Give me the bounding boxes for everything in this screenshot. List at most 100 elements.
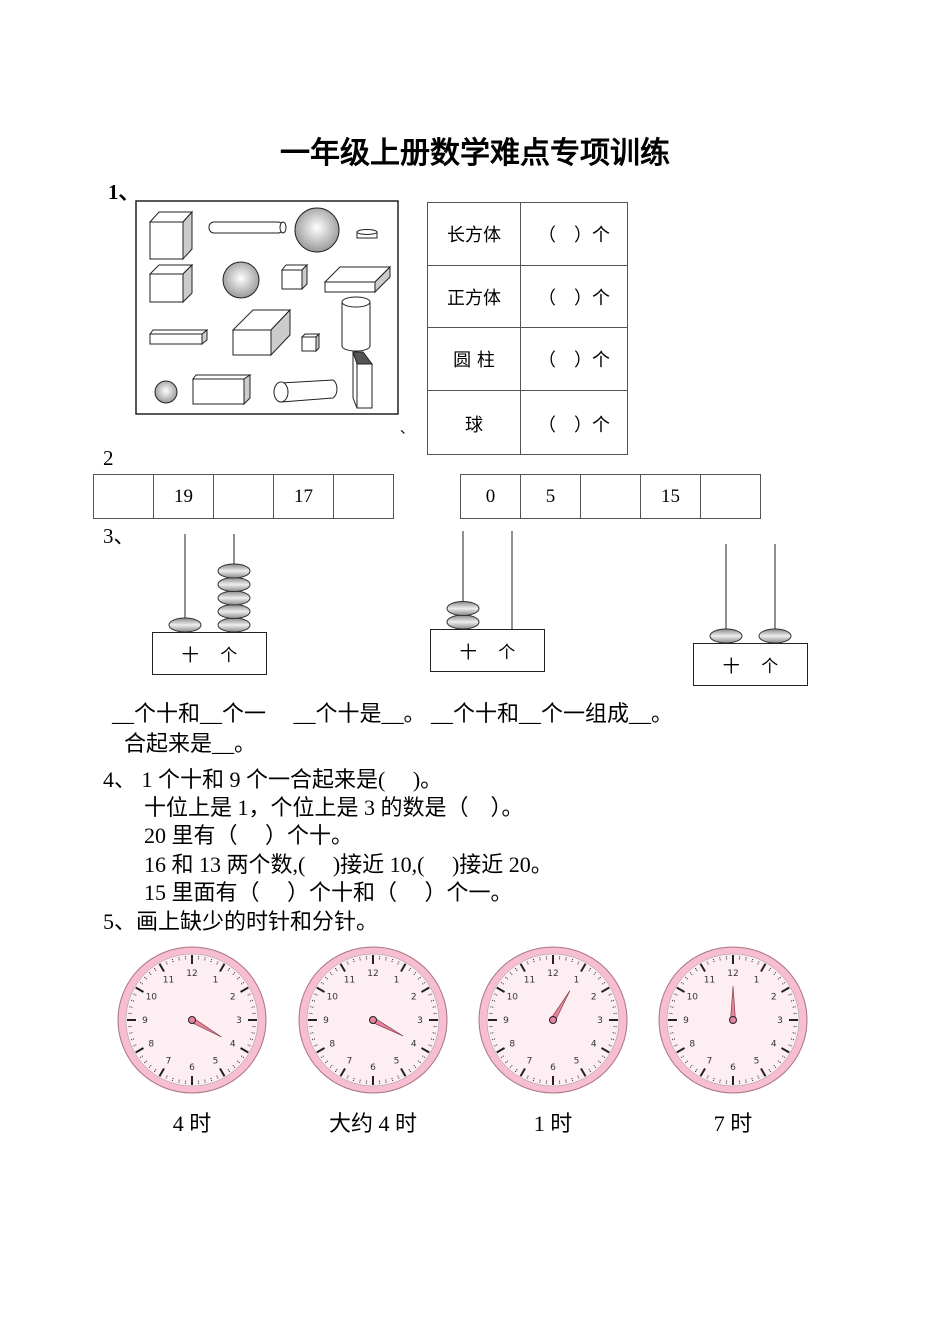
clock-numeral: 1 xyxy=(754,975,760,985)
clock-numeral: 1 xyxy=(574,975,580,985)
q4-line: 16 和 13 两个数,( )接近 10,( )接近 20。 xyxy=(144,852,553,877)
clock-tick xyxy=(241,1055,245,1059)
q4-line: 4、 1 个十和 9 个一合起来是( )。 xyxy=(103,767,443,792)
clock-numeral: 7 xyxy=(707,1057,713,1067)
count-answer[interactable]: （ ）个 xyxy=(520,202,628,266)
clock-numeral: 3 xyxy=(597,1016,603,1026)
clock-numeral: 10 xyxy=(687,993,699,1003)
clock-tick xyxy=(171,958,174,963)
clock-tick xyxy=(602,981,606,985)
clock-tick xyxy=(792,1032,797,1035)
clock-numeral: 9 xyxy=(503,1016,509,1026)
clock-numeral: 11 xyxy=(163,975,174,985)
seq-cell[interactable] xyxy=(580,474,641,519)
clock-tick xyxy=(247,1044,252,1047)
abacus-rods xyxy=(168,534,251,633)
clock-numeral: 5 xyxy=(213,1057,219,1067)
seq-cell[interactable] xyxy=(93,474,154,519)
clock-tick xyxy=(588,967,592,971)
clock-numeral: 5 xyxy=(574,1057,580,1067)
clock-numeral: 5 xyxy=(394,1057,400,1067)
clock-tick xyxy=(780,1047,790,1054)
clock-tick xyxy=(316,1047,326,1054)
clock-tick xyxy=(768,967,772,971)
clock-tick xyxy=(339,1067,346,1077)
count-answer[interactable]: （ ）个 xyxy=(520,327,628,391)
clock-numeral: 7 xyxy=(347,1057,353,1067)
clock-tick xyxy=(324,1060,329,1064)
clock-tick xyxy=(417,1060,422,1064)
abacus-base: 十个 xyxy=(693,643,808,686)
clock-numeral: 11 xyxy=(704,975,715,985)
clock-tick xyxy=(699,1067,706,1077)
clock-tick xyxy=(777,1060,782,1064)
clock-tick xyxy=(153,967,157,971)
clock-numeral: 10 xyxy=(507,993,519,1003)
clock-numeral: 11 xyxy=(524,975,535,985)
clock-numeral: 12 xyxy=(367,969,378,979)
clock-tick xyxy=(143,1060,148,1064)
clock-tick xyxy=(760,963,767,973)
clock-tick xyxy=(430,999,435,1002)
clock-numeral: 3 xyxy=(417,1016,423,1026)
q4-line: 十位上是 1，个位上是 3 的数是（ ）。 xyxy=(144,795,524,820)
clock-tick xyxy=(158,963,165,973)
clock-numeral: 2 xyxy=(411,993,417,1003)
clock-numeral: 6 xyxy=(370,1063,376,1073)
clock-tick xyxy=(565,1079,568,1084)
clock-tick xyxy=(158,1067,165,1077)
count-answer[interactable]: （ ）个 xyxy=(520,390,628,455)
clock-numeral: 4 xyxy=(230,1040,236,1050)
clock-tick xyxy=(400,1067,407,1077)
seq-cell: 0 xyxy=(460,474,521,519)
clock-tick xyxy=(532,958,535,963)
clock-tick xyxy=(251,1032,256,1035)
abacus-bead xyxy=(217,577,251,592)
ones-label: 个 xyxy=(220,646,238,666)
tens-label: 十 xyxy=(459,643,477,663)
clock-tick xyxy=(493,1044,498,1047)
count-answer[interactable]: （ ）个 xyxy=(520,265,628,328)
clock-tick xyxy=(313,993,318,996)
shape-name: 球 xyxy=(427,390,521,455)
clock-numeral: 8 xyxy=(509,1040,515,1050)
clock-tick xyxy=(241,981,245,985)
clock-tick xyxy=(757,1075,760,1080)
clock-tick xyxy=(612,1032,617,1035)
clock-tick xyxy=(358,1079,361,1084)
q5-instruction: 5、画上缺少的时针和分针。 xyxy=(103,909,379,934)
clock-numeral: 9 xyxy=(142,1016,148,1026)
clock-tick xyxy=(676,1047,686,1054)
clock-tick xyxy=(239,986,249,993)
clock-numeral: 3 xyxy=(777,1016,783,1026)
clock-tick xyxy=(385,1079,388,1084)
clock-tick xyxy=(519,1067,526,1077)
clock-tick xyxy=(538,1079,541,1084)
clock-tick xyxy=(251,1005,256,1008)
clock-tick xyxy=(496,986,506,993)
abacus-rods xyxy=(709,544,792,644)
clock-tick xyxy=(339,963,346,973)
seq-cell[interactable] xyxy=(700,474,761,519)
clock-numeral: 6 xyxy=(189,1063,195,1073)
clock-tick xyxy=(397,1075,400,1080)
clock-tick xyxy=(219,1067,226,1077)
clock-tick xyxy=(782,1055,786,1059)
clock-numeral: 2 xyxy=(771,993,777,1003)
clock-numeral: 2 xyxy=(591,993,597,1003)
clock-tick xyxy=(236,1060,241,1064)
clock-tick xyxy=(313,1044,318,1047)
clock-tick xyxy=(571,958,574,963)
abacus-bead xyxy=(217,590,251,606)
seq-cell[interactable] xyxy=(333,474,394,519)
seq-cell[interactable] xyxy=(213,474,274,519)
abacus-bead xyxy=(446,601,480,616)
clock-tick xyxy=(210,958,213,963)
clock-tick xyxy=(580,963,587,973)
q2-label: 2 xyxy=(103,446,114,470)
